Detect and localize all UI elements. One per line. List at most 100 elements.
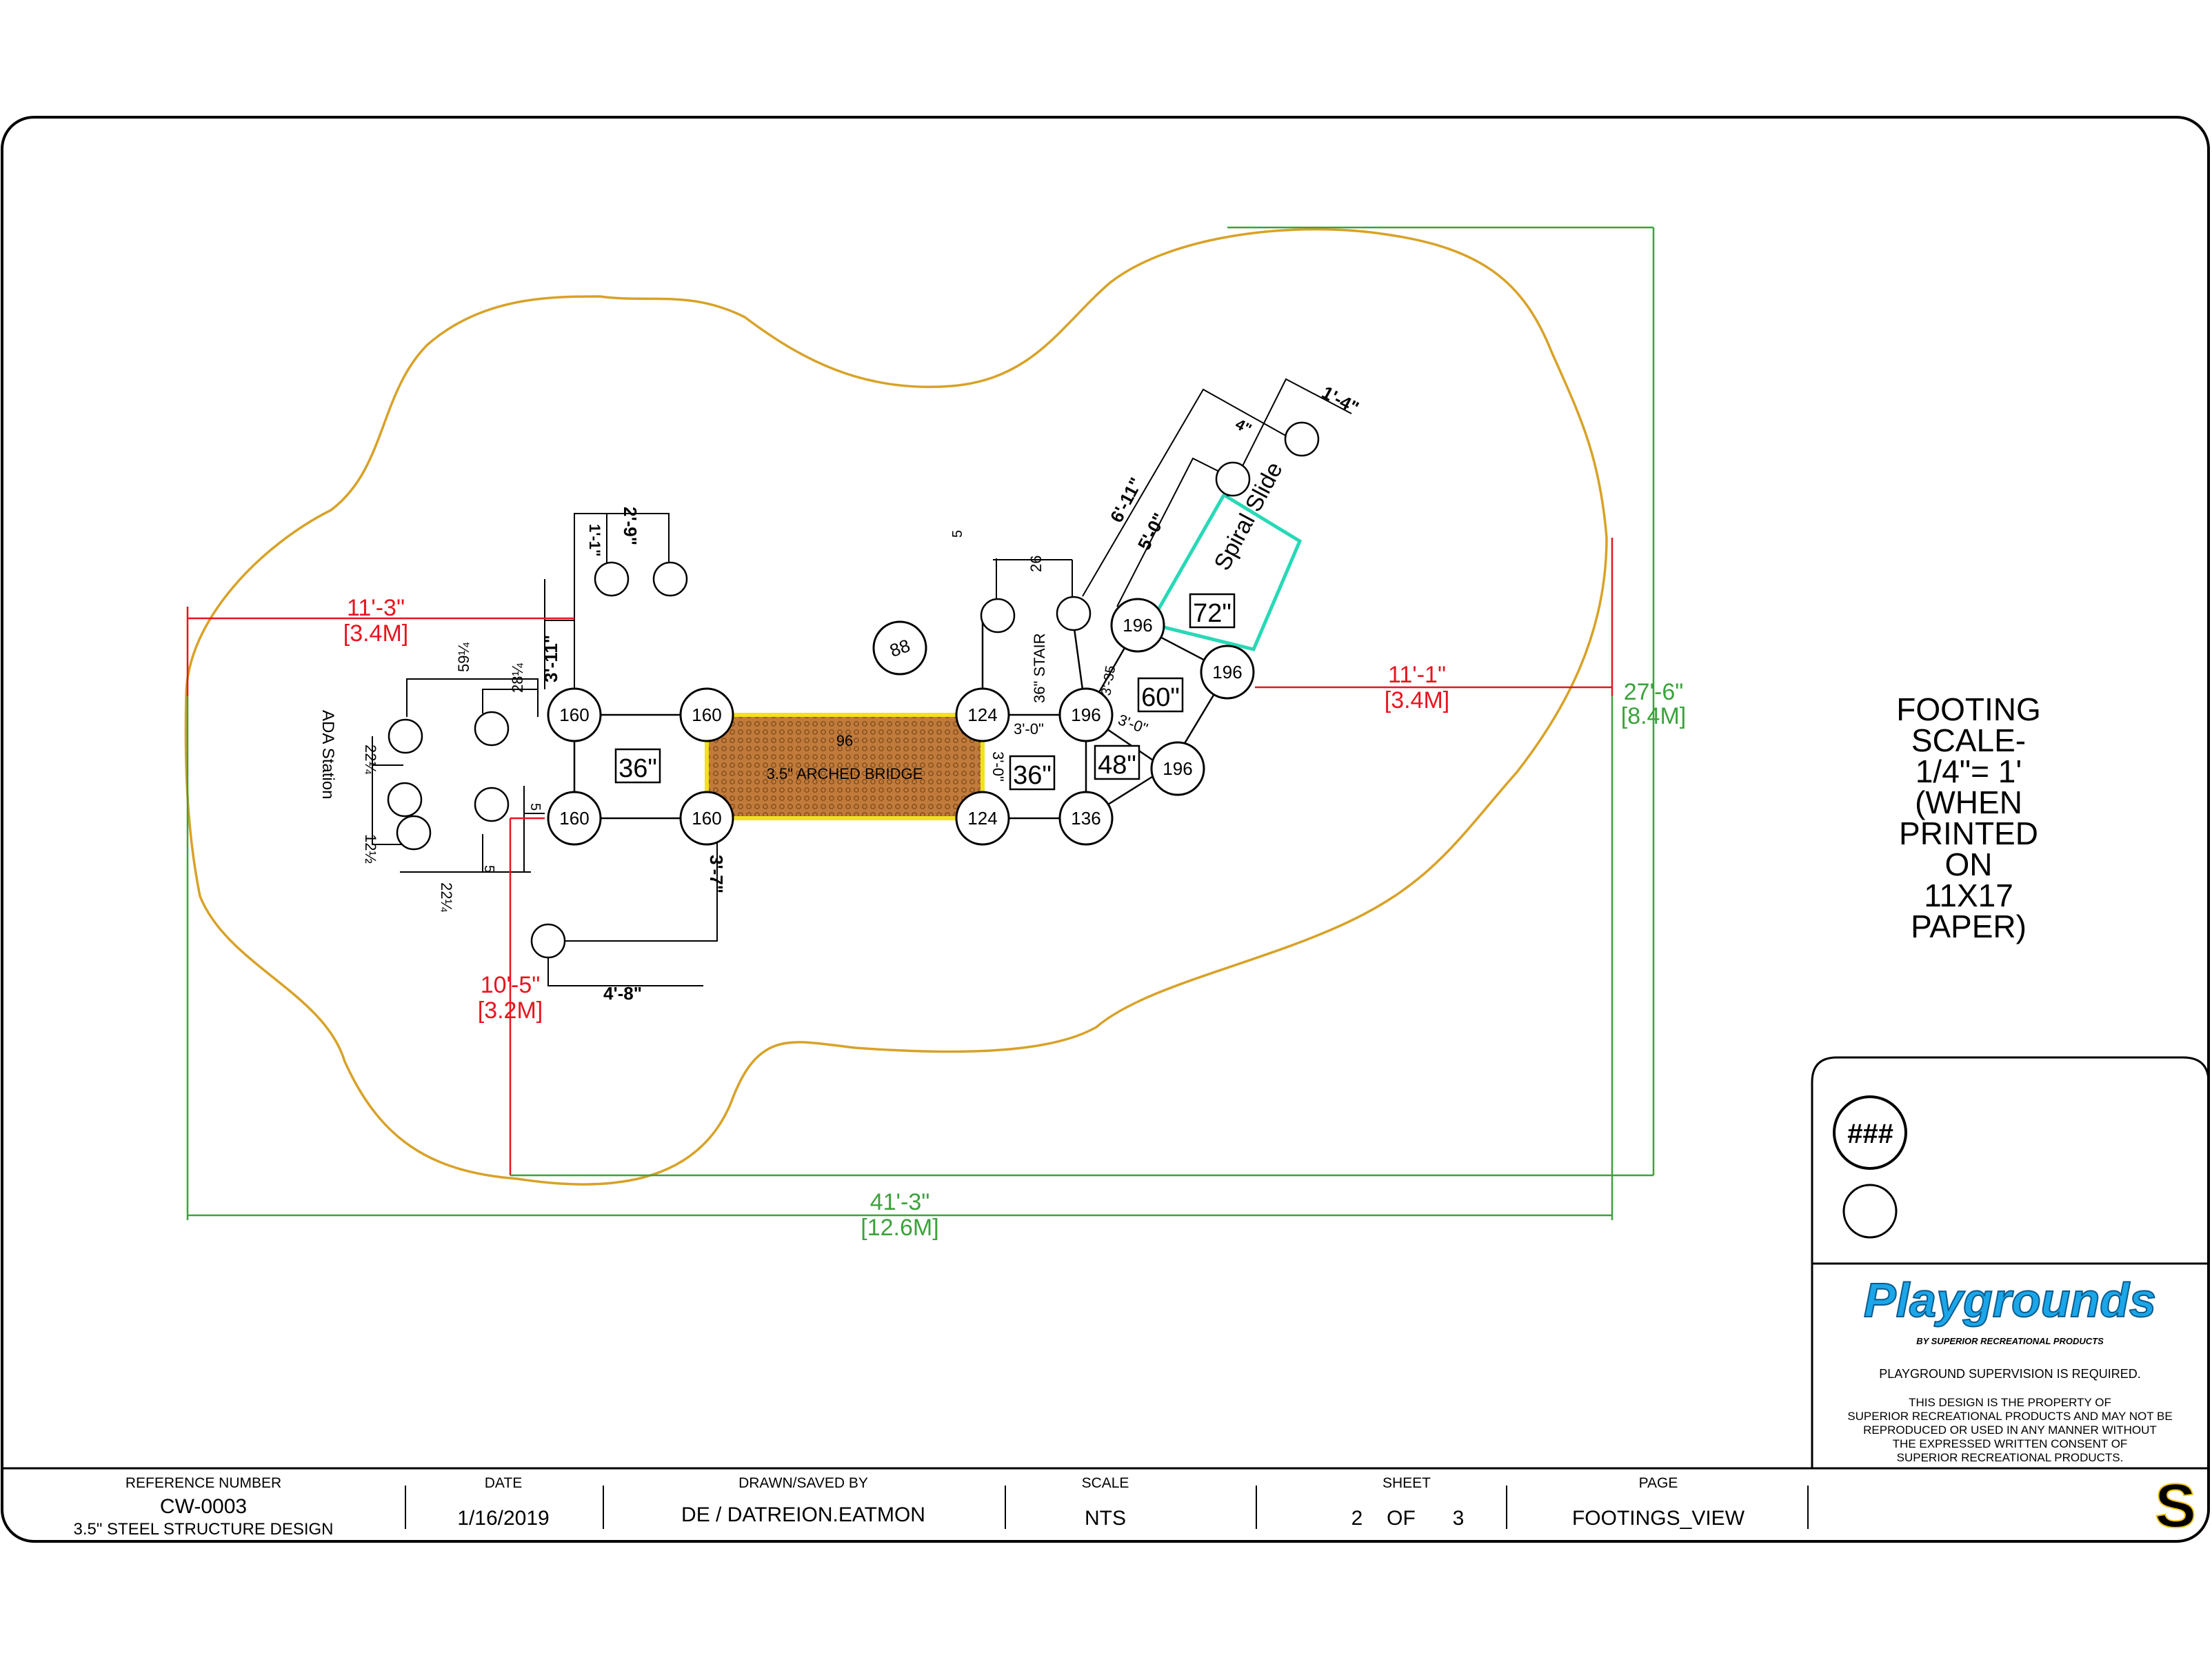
deck-height-value: 36" (619, 754, 657, 783)
date-label: DATE (485, 1475, 522, 1491)
badge-circle (1833, 1095, 1907, 1170)
date-value: 1/16/2019 (457, 1507, 549, 1530)
ref-value: CW-0003 (160, 1495, 247, 1518)
footing-note-line: PRINTED (1899, 815, 2038, 851)
dim-right-ft: 11'-1" (1388, 662, 1446, 688)
footing: 124 (955, 791, 1010, 846)
footing-circle (679, 687, 734, 742)
dim-22b: 22¼ (438, 882, 455, 912)
title-block: REFERENCE NUMBER DATE DRAWN/SAVED BY SCA… (2, 1467, 2209, 1541)
dim-3-35: 3'-35 (1098, 665, 1118, 697)
drawn-label: DRAWN/SAVED BY (738, 1475, 868, 1491)
dim-left-ft: 11'-3" (347, 595, 405, 621)
ada-station-label: ADA Station (319, 710, 337, 799)
footing: 124 (955, 687, 1010, 742)
dim-28: 28¼ (509, 663, 526, 693)
dim-bottom-ft: 10'-5" (481, 972, 541, 998)
dim-2-9: 2'-9" (620, 507, 641, 545)
dim-3-0a: 3'-0" (1014, 720, 1044, 738)
dim-1-4: 1'-4" (1318, 382, 1363, 418)
overall-dims-red (186, 538, 1613, 1175)
info-panel: ### Playgrounds BY SUPERIOR RECREATIONAL… (1811, 1056, 2210, 1468)
sheet-total: 3 (1453, 1507, 1465, 1530)
deck-height-tag: 72" (1189, 593, 1236, 629)
footing: 88 (872, 620, 927, 676)
footing-size: 196 (1123, 615, 1152, 636)
dim-left-m: [3.4M] (343, 620, 408, 647)
stair-label: 36" STAIR (1031, 633, 1048, 703)
deck-height-value: 36" (1013, 761, 1052, 790)
bridge-number: 96 (836, 732, 853, 749)
deck-tags: 36" 36" 48" 60" 72" (614, 593, 1236, 791)
footing-circle (679, 791, 734, 846)
page-label: PAGE (1639, 1475, 1678, 1491)
bridge-label: 3.5" ARCHED BRIDGE (767, 765, 923, 782)
deck-height-tag: 60" (1137, 677, 1184, 713)
property-line: THIS DESIGN IS THE PROPERTY OF (1909, 1396, 2111, 1409)
dim-59: 59¼ (455, 642, 472, 672)
sheet-label: SHEET (1382, 1475, 1431, 1491)
scale-value: NTS (1085, 1507, 1126, 1530)
unlabeled-footings (387, 421, 1320, 959)
dim-right-m: [3.4M] (1385, 687, 1449, 713)
badge-text: ### (1847, 1119, 1893, 1149)
dim-1-1: 1'-1" (586, 524, 603, 556)
footing: 160 (547, 687, 602, 742)
play-zone-boundary (184, 227, 1608, 1186)
footing-circle (1200, 645, 1255, 700)
dim-4-8: 4'-8" (603, 983, 642, 1004)
footing-note-line: PAPER) (1911, 909, 2027, 944)
dim-12: 12½ (362, 834, 379, 864)
drawn-value: DE / DATREION.EATMON (681, 1503, 925, 1526)
dim-bottom-m: [3.2M] (478, 997, 543, 1024)
footing-circle (1150, 741, 1205, 796)
overall-dims-red-text: 11'-3" [3.4M] 11'-1" [3.4M] 10'-5" [3.2M… (343, 595, 1449, 1024)
blank-circle (1842, 1184, 1898, 1239)
deck-height-value: 60" (1141, 683, 1180, 712)
footing: 136 (1058, 791, 1114, 846)
sheet-of: OF (1387, 1507, 1416, 1530)
footing: 160 (679, 687, 734, 742)
footing: 196 (1150, 741, 1205, 796)
property-line: SUPERIOR RECREATIONAL PRODUCTS AND MAY N… (1847, 1410, 2172, 1423)
footing-size: 124 (967, 808, 997, 829)
footing: 160 (547, 791, 602, 846)
footing: 196 (1110, 598, 1165, 653)
overall-dims-green-text: 41'-3" [12.6M] 27'-6" [8.4M] (861, 679, 1686, 1241)
dim-height-ft: 27'-6" (1624, 679, 1684, 705)
deck-height-value: 48" (1098, 751, 1136, 780)
property-line: THE EXPRESSED WRITTEN CONSENT OF (1893, 1437, 2128, 1450)
footing-circle (955, 687, 1010, 742)
footing-circle (1058, 791, 1114, 846)
footing-note-line: ON (1945, 847, 1993, 882)
sheet-number: 2 (1351, 1507, 1363, 1530)
dim-5-0: 5'-0" (1134, 509, 1170, 554)
footing-note-line: 11X17 (1924, 878, 2013, 913)
dim-3-11: 3'-11" (541, 635, 561, 682)
brand-logo: Playgrounds (1864, 1273, 2156, 1327)
footing-circle (547, 687, 602, 742)
ref-description: 3.5" STEEL STRUCTURE DESIGN (73, 1520, 333, 1539)
footing-circle (955, 791, 1010, 846)
footing-circle (872, 620, 927, 676)
dim-width-ft: 41'-3" (870, 1189, 930, 1215)
footing-circle (547, 791, 602, 846)
footing: 196 (1200, 645, 1255, 700)
footing-note-line: (WHEN (1915, 784, 2022, 820)
footing-size: 160 (559, 808, 589, 829)
company-logo-icon: S (2155, 1472, 2196, 1541)
deck-height-value: 72" (1193, 599, 1231, 628)
footing-size: 196 (1212, 662, 1242, 682)
dim-5c: 5 (950, 530, 965, 538)
footing-size: 136 (1071, 808, 1100, 829)
dimension-lines (372, 378, 1352, 986)
footing-size: 196 (1071, 705, 1100, 725)
ref-label: REFERENCE NUMBER (125, 1475, 281, 1491)
arched-bridge: 96 3.5" ARCHED BRIDGE (705, 713, 985, 820)
footing-size: 160 (692, 705, 721, 725)
footing-size: 196 (1163, 758, 1192, 779)
